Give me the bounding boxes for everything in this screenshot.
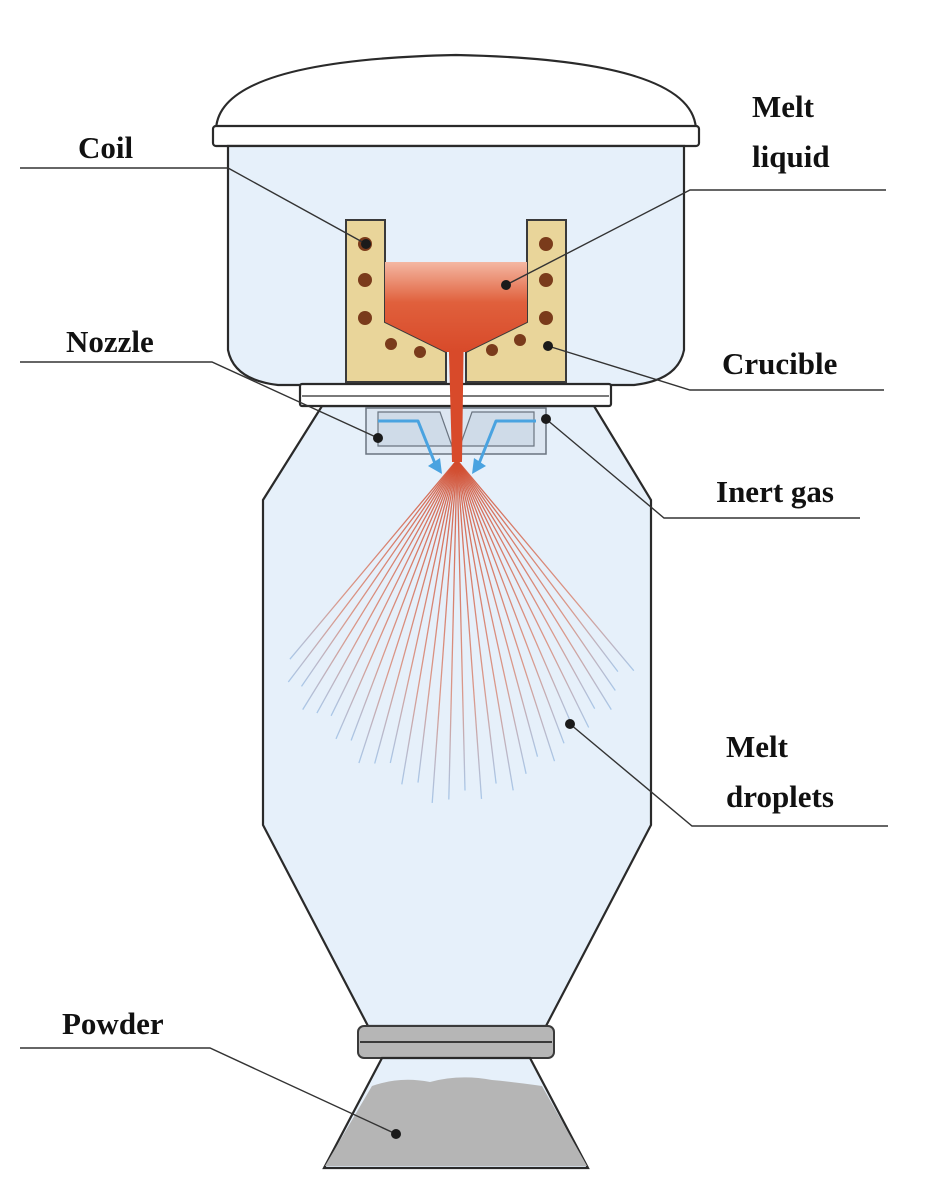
droplet-streak xyxy=(335,459,458,740)
lid-rim xyxy=(211,124,701,148)
droplet-streak xyxy=(302,459,458,710)
droplet-streak xyxy=(417,459,458,783)
coil-dot xyxy=(385,338,397,350)
coil-dot xyxy=(514,334,526,346)
coil-dot xyxy=(358,273,372,287)
leader-dot-melt-droplets xyxy=(565,719,575,729)
droplet-streak xyxy=(316,459,458,714)
droplet-streak xyxy=(448,459,458,800)
gas-arrow-right-icon xyxy=(476,419,536,467)
droplet-streak xyxy=(456,459,619,672)
leader-dot-coil xyxy=(361,239,371,249)
leader-dot-nozzle xyxy=(373,433,383,443)
powder-collector xyxy=(322,1056,590,1170)
label-melt-liquid-line2: liquid xyxy=(752,139,830,174)
gas-arrowhead-right-icon xyxy=(472,458,486,474)
droplet-streak xyxy=(456,459,497,784)
gas-arrowhead-left-icon xyxy=(428,458,442,474)
leader-nozzle xyxy=(20,361,379,439)
inert-gas-arrows xyxy=(378,419,536,474)
collar-ring xyxy=(357,1025,555,1059)
melt-liquid xyxy=(385,262,527,352)
leader-dot-melt-liquid xyxy=(501,280,511,290)
droplet-streak xyxy=(456,459,590,728)
coil-dot xyxy=(539,237,553,251)
atomization-chamber xyxy=(261,404,653,1028)
droplet-streak xyxy=(289,459,458,660)
droplet-streak xyxy=(358,459,458,764)
melt-droplet-spray xyxy=(287,459,635,803)
label-melt-liquid-line1: Melt xyxy=(752,89,815,124)
coil-dot xyxy=(486,344,498,356)
droplet-streak xyxy=(456,459,483,799)
coil-dot xyxy=(358,311,372,325)
leader-coil xyxy=(20,167,367,245)
droplet-streak xyxy=(431,459,458,803)
leader-melt-droplets xyxy=(569,723,888,827)
leader-dot-powder xyxy=(391,1129,401,1139)
droplet-streak xyxy=(456,459,616,691)
droplet-streak xyxy=(389,459,458,764)
label-coil: Coil xyxy=(78,130,134,165)
droplet-streak xyxy=(456,459,612,710)
droplet-streak xyxy=(456,459,539,757)
leader-melt-liquid xyxy=(505,189,886,286)
leader-dot-inert-gas xyxy=(541,414,551,424)
label-powder: Powder xyxy=(62,1006,164,1041)
droplet-streak xyxy=(287,459,458,683)
crucible xyxy=(345,219,567,383)
powder-pile xyxy=(325,1077,587,1166)
leader-inert-gas xyxy=(545,418,860,519)
droplet-streak xyxy=(456,459,565,744)
label-nozzle: Nozzle xyxy=(66,324,154,359)
induction-coil xyxy=(358,237,553,358)
coil-dot xyxy=(539,311,553,325)
droplet-streak xyxy=(456,459,596,710)
droplet-streak xyxy=(456,459,514,791)
droplet-streak xyxy=(456,459,573,726)
gas-arrow-left-icon xyxy=(378,419,438,467)
droplet-streak xyxy=(456,459,556,762)
coil-dot xyxy=(539,273,553,287)
leader-dot-crucible xyxy=(543,341,553,351)
label-crucible: Crucible xyxy=(722,346,837,381)
coil-dot xyxy=(414,346,426,358)
chamber-lid xyxy=(214,53,698,133)
droplet-streak xyxy=(401,459,458,785)
droplet-streak xyxy=(456,459,466,791)
leader-crucible xyxy=(547,345,884,391)
label-melt-droplets-line2: droplets xyxy=(726,779,834,814)
droplet-streak xyxy=(330,459,458,717)
labels: Coil Melt liquid Nozzle Crucible Inert g… xyxy=(62,89,837,1041)
droplet-streak xyxy=(456,459,527,774)
melt-stream xyxy=(448,318,464,462)
droplet-streak xyxy=(350,459,458,741)
droplet-streak xyxy=(374,459,458,764)
droplet-streak xyxy=(456,459,635,672)
label-inert-gas: Inert gas xyxy=(716,474,834,509)
label-melt-droplets-line1: Melt xyxy=(726,729,789,764)
droplet-streak xyxy=(300,459,458,687)
leader-lines xyxy=(20,167,888,1139)
leader-powder xyxy=(20,1047,397,1135)
